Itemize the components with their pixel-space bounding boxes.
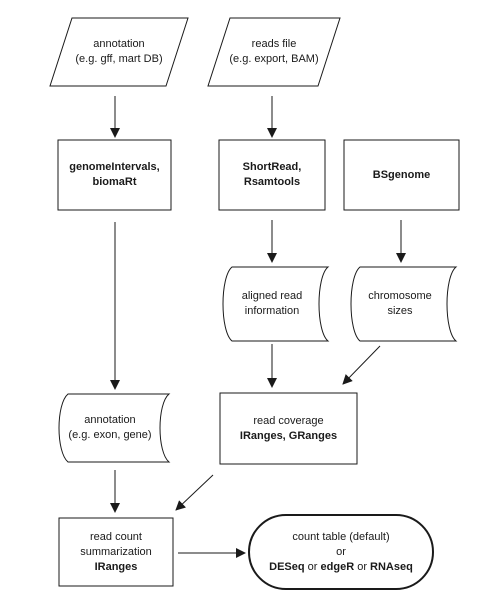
count-table-line3: DESeq or edgeR or RNAseq xyxy=(269,560,413,575)
chromosome-sizes-shape xyxy=(350,266,458,342)
arrow-readcoverage-to-readcount xyxy=(175,474,214,511)
shortread-label: ShortRead, Rsamtools xyxy=(219,140,325,210)
genome-intervals-box xyxy=(57,139,172,211)
aligned-read-line1: aligned read xyxy=(241,290,303,302)
count-table-line1: count table (default) xyxy=(292,530,390,543)
count-table-pkg2: edgeR xyxy=(320,560,355,573)
count-table-sep1: or xyxy=(304,560,321,573)
reads-file-shape xyxy=(207,17,341,87)
read-coverage-line1: read coverage xyxy=(253,414,324,427)
genome-intervals-line1: genomeIntervals, xyxy=(69,161,160,173)
arrow-chromosomesizes-to-readcoverage xyxy=(342,345,381,385)
count-table-terminator xyxy=(248,514,434,590)
aligned-read-shape xyxy=(222,266,330,342)
read-count-box xyxy=(58,517,174,587)
aligned-read-label: aligned read information xyxy=(222,267,322,341)
annotation-exon-shape xyxy=(58,393,171,463)
chromosome-sizes-line1: chromosome xyxy=(368,290,432,302)
chromosome-sizes-label: chromosome sizes xyxy=(350,267,450,341)
shortread-line2: Rsamtools xyxy=(243,176,301,188)
bsgenome-box xyxy=(343,139,460,211)
shortread-box xyxy=(218,139,326,211)
reads-file-label: reads file (e.g. export, BAM) xyxy=(208,18,340,86)
read-coverage-label: read coverage IRanges, GRanges xyxy=(220,393,357,464)
aligned-read-line2: information xyxy=(244,305,300,317)
chromosome-sizes-line2: sizes xyxy=(387,305,413,317)
read-count-line1: read count xyxy=(90,530,142,543)
shortread-line1: ShortRead, xyxy=(242,161,302,173)
genome-intervals-label: genomeIntervals, biomaRt xyxy=(58,140,171,210)
read-coverage-box xyxy=(219,392,358,465)
annotation-input-line2: (e.g. gff, mart DB) xyxy=(75,53,163,65)
genome-intervals-line2: biomaRt xyxy=(92,176,137,188)
reads-file-line2: (e.g. export, BAM) xyxy=(229,53,319,65)
reads-file-line1: reads file xyxy=(251,38,297,50)
annotation-exon-line1: annotation xyxy=(84,414,136,426)
annotation-input-label: annotation (e.g. gff, mart DB) xyxy=(50,18,188,86)
count-table-sep2: or xyxy=(354,560,371,573)
read-count-line2: summarization xyxy=(80,545,152,558)
read-count-label: read count summarization IRanges xyxy=(59,518,173,586)
annotation-exon-line2: (e.g. exon, gene) xyxy=(68,429,152,441)
count-table-label: count table (default) or DESeq or edgeR … xyxy=(249,515,433,589)
count-table-line2: or xyxy=(336,545,346,558)
bsgenome-line1: BSgenome xyxy=(372,168,431,181)
count-table-pkg3: RNAseq xyxy=(370,560,413,573)
annotation-input-shape xyxy=(49,17,189,87)
bsgenome-label: BSgenome xyxy=(344,140,459,210)
annotation-exon-label: annotation (e.g. exon, gene) xyxy=(58,394,162,462)
read-coverage-line2: IRanges, GRanges xyxy=(239,429,338,442)
count-table-pkg1: DESeq xyxy=(269,560,305,573)
annotation-input-line1: annotation xyxy=(93,38,145,50)
read-count-line3: IRanges xyxy=(94,560,138,573)
